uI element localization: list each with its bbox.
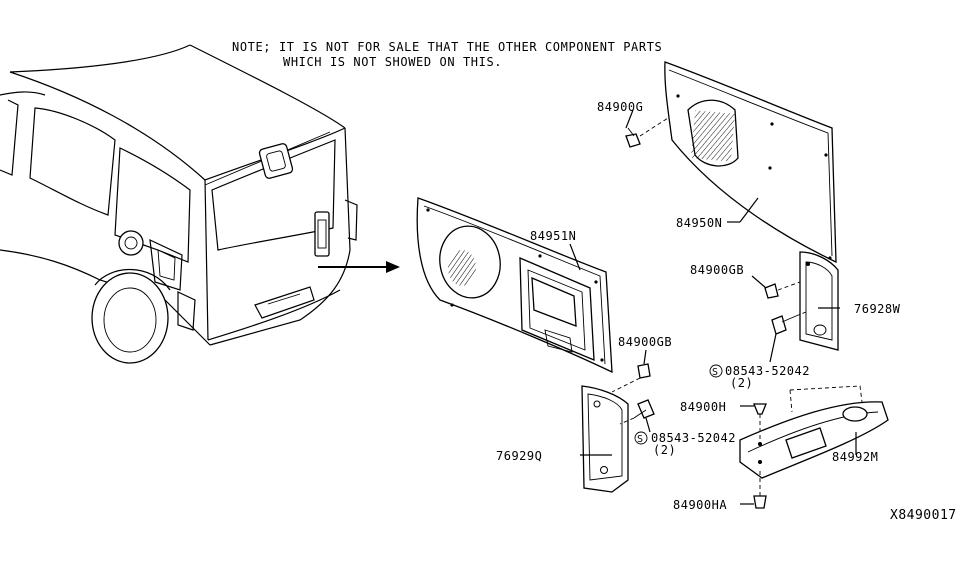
label-08543-upper-qty: (2): [730, 376, 753, 390]
clip-84900GB-lower[interactable]: [611, 349, 651, 393]
label-group-08543-upper: S 08543-52042 (2): [709, 364, 810, 390]
label-08543-lower: 08543-52042: [651, 431, 736, 445]
screw-08543-upper[interactable]: [769, 311, 807, 363]
panel-84992M[interactable]: [739, 385, 889, 479]
clip-84900GB-upper[interactable]: [751, 275, 801, 299]
screw-08543-lower[interactable]: [619, 399, 655, 433]
leader-lines: [569, 197, 857, 456]
panel-84951N-assembly[interactable]: [416, 197, 613, 374]
label-84992M: 84992M: [832, 450, 878, 464]
label-84900GB-upper: 84900GB: [690, 263, 744, 277]
label-84900HA: 84900HA: [673, 498, 727, 512]
label-84900G: 84900G: [597, 100, 643, 114]
diagram-code: X8490017: [890, 508, 957, 523]
label-84900GB-lower: 84900GB: [618, 335, 672, 349]
screw-symbol-lower: S: [637, 434, 644, 445]
label-76928W: 76928W: [854, 302, 901, 316]
label-84950N: 84950N: [676, 216, 722, 230]
direction-arrow: [318, 261, 400, 273]
label-08543-upper: 08543-52042: [725, 364, 810, 378]
clip-84900G[interactable]: [625, 109, 669, 148]
clip-84900HA[interactable]: [740, 470, 767, 509]
note-line-2: WHICH IS NOT SHOWED ON THIS.: [283, 55, 502, 69]
van-rear-illustration: [0, 44, 358, 364]
label-group-08543-lower: S 08543-52042 (2): [634, 431, 736, 457]
panel-76929Q[interactable]: [581, 385, 629, 493]
panel-76928W[interactable]: [799, 251, 839, 351]
label-08543-lower-qty: (2): [653, 443, 676, 457]
label-76929Q: 76929Q: [496, 449, 542, 463]
panel-84950N[interactable]: [664, 61, 837, 264]
note-line-1: NOTE; IT IS NOT FOR SALE THAT THE OTHER …: [232, 40, 662, 54]
label-84951N: 84951N: [530, 229, 576, 243]
clip-84900H[interactable]: [740, 403, 767, 440]
label-84900H: 84900H: [680, 400, 726, 414]
screw-symbol-upper: S: [712, 367, 719, 378]
